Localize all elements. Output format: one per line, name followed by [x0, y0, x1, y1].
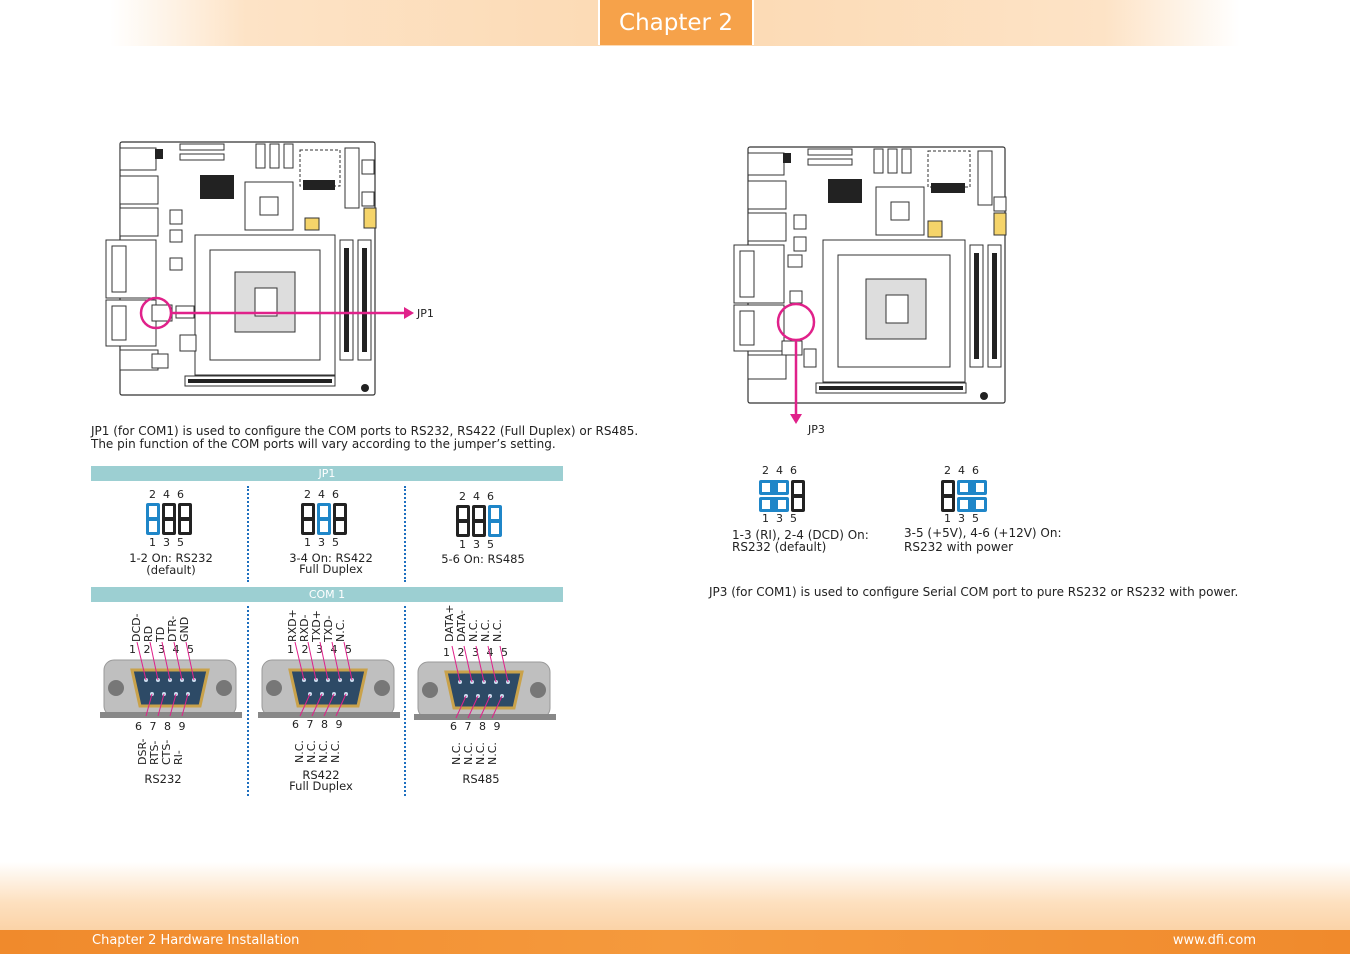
- com-bottom-signal: N.C.: [450, 742, 463, 765]
- jp1-setting-3-line1: 5-6 On: RS485: [441, 552, 525, 566]
- motherboard-diagram-right: [733, 146, 1007, 404]
- jp1-setting-2-line1: 3-4 On: RS422: [289, 551, 373, 565]
- db9-connector-rs422: [258, 641, 400, 718]
- jp1-setting-1-line2: (default): [146, 563, 196, 577]
- footer-bar: Chapter 2 Hardware Installation www.dfi.…: [0, 930, 1350, 954]
- jp3-jumper-default: [759, 480, 805, 512]
- com-bottom-signal: RI-: [172, 750, 185, 765]
- footer-section-title: Chapter 2 Hardware Installation: [92, 933, 300, 948]
- jp3-setting-1-line2: RS232 (default): [732, 540, 827, 554]
- com-mode-name: RS485: [462, 772, 500, 786]
- com-bottom-pins: 6 7 8 9: [135, 720, 188, 733]
- com-top-pins: 1 2 3 4 5: [443, 646, 510, 659]
- com-bottom-pins: 6 7 8 9: [450, 720, 503, 733]
- com1-section-bar: COM 1: [91, 587, 563, 602]
- com-top-signal: DATA+: [443, 604, 456, 642]
- separator-3: [247, 606, 249, 796]
- com-top-signal: N.C.: [479, 619, 492, 642]
- com-bottom-pins: 6 7 8 9: [292, 718, 345, 731]
- com-top-signal: TXD-: [322, 615, 335, 642]
- com-top-signal: N.C.: [334, 619, 347, 642]
- jumper-pin-top: 2 4 6: [459, 490, 494, 503]
- com-top-signal: DATA-: [455, 609, 468, 642]
- jp1-jumper-3-4: [301, 503, 347, 535]
- jumper-pin-top: 2 4 6: [149, 488, 184, 501]
- db9-connector-rs232: [100, 641, 242, 718]
- com-top-signal: N.C.: [467, 619, 480, 642]
- separator-4: [404, 606, 406, 796]
- com-top-signal: RD: [142, 625, 155, 642]
- jp1-setting-2-line2: Full Duplex: [299, 562, 363, 576]
- com-bottom-signal: N.C.: [317, 740, 330, 763]
- jumper-pin-top: 2 4 6: [944, 464, 979, 477]
- com-top-signal: TD: [154, 626, 167, 642]
- jumper-pin-bottom: 1 3 5: [459, 538, 494, 551]
- jp1-description-line2: The pin function of the COM ports will v…: [91, 437, 556, 451]
- jumper-pin-top: 2 4 6: [304, 488, 339, 501]
- separator-2: [404, 486, 406, 582]
- com-bottom-signal: N.C.: [293, 740, 306, 763]
- com-top-signal: GND: [178, 616, 191, 642]
- com-mode-name: RS422: [302, 768, 340, 782]
- com-top-signal: DTR-: [166, 615, 179, 642]
- jp1-setting-1-line1: 1-2 On: RS232: [129, 551, 213, 565]
- separator-1: [247, 486, 249, 582]
- jumper-pin-top: 2 4 6: [762, 464, 797, 477]
- com-bottom-signal: N.C.: [474, 742, 487, 765]
- jp1-callout: [139, 296, 414, 330]
- com-bottom-signal: N.C.: [462, 742, 475, 765]
- jp3-setting-2-line1: 3-5 (+5V), 4-6 (+12V) On:: [904, 526, 1062, 540]
- jp3-jumper-power: [941, 480, 987, 512]
- jumper-pin-bottom: 1 3 5: [149, 536, 184, 549]
- jumper-pin-bottom: 1 3 5: [304, 536, 339, 549]
- jp1-jumper-5-6: [456, 505, 502, 537]
- com-top-signal: RXD-: [298, 614, 311, 642]
- com-bottom-signal: RTS-: [148, 740, 161, 765]
- jp1-jumper-1-2: [146, 503, 192, 535]
- com-mode-name: RS232: [144, 772, 182, 786]
- com-top-signal: N.C.: [491, 619, 504, 642]
- footer-band: [0, 862, 1350, 930]
- jp3-description: JP3 (for COM1) is used to configure Seri…: [709, 585, 1239, 599]
- com-top-signal: RXD+: [286, 609, 299, 642]
- jp3-setting-1-line1: 1-3 (RI), 2-4 (DCD) On:: [732, 528, 869, 542]
- jumper-pin-bottom: 1 3 5: [944, 512, 979, 525]
- com-bottom-signal: CTS-: [160, 739, 173, 765]
- com-bottom-signal: N.C.: [305, 740, 318, 763]
- com-top-signal: TXD+: [310, 610, 323, 642]
- jp1-callout-label: JP1: [417, 307, 434, 320]
- com-top-signal: DCD-: [130, 613, 143, 642]
- jumper-pin-bottom: 1 3 5: [762, 512, 797, 525]
- footer-website-link[interactable]: www.dfi.com: [1172, 933, 1256, 948]
- com-mode-subname: Full Duplex: [289, 779, 353, 793]
- jp3-setting-2-line2: RS232 with power: [904, 540, 1014, 554]
- com-bottom-signal: N.C.: [329, 740, 342, 763]
- chapter-tab[interactable]: Chapter 2: [598, 0, 754, 45]
- jp1-section-bar: JP1: [91, 466, 563, 481]
- com-bottom-signal: DSR-: [136, 738, 149, 765]
- jp1-description-line1: JP1 (for COM1) is used to configure the …: [91, 424, 639, 438]
- jp3-callout-label: JP3: [808, 423, 825, 436]
- db9-connector-rs485: [414, 645, 556, 720]
- jp3-callout: [776, 302, 816, 424]
- motherboard-diagram-left: [105, 141, 377, 396]
- com-bottom-signal: N.C.: [486, 742, 499, 765]
